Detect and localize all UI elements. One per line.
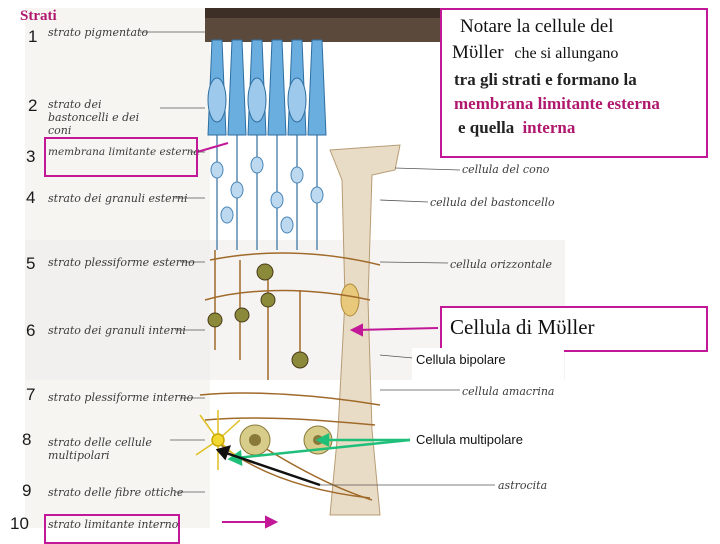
layer-label: strato plessiforme esterno <box>48 256 195 269</box>
muller-cell-callout: Cellula di Mϋller <box>440 306 708 352</box>
note-line-5-a: e quella <box>458 118 514 137</box>
layer-number: 2 <box>28 96 37 116</box>
layer-label: strato dei granuli interni <box>48 324 186 337</box>
strati-title: Strati <box>20 8 57 25</box>
note-line-2: Mϋller che si allungano <box>452 42 618 64</box>
photoreceptor-inner-segments <box>208 78 306 122</box>
note-line-3: tra gli strati e formano la <box>454 70 637 90</box>
bipolar-cell-label: Cellula bipolare <box>416 352 506 367</box>
layer-label: strato dei bastoncelli e dei coni <box>48 98 160 137</box>
pigment-layer <box>205 8 445 42</box>
note-line-4: membrana limitante esterna <box>454 94 660 114</box>
layer-number: 5 <box>26 254 35 274</box>
note-line-5: e quella interna <box>458 118 575 138</box>
layer-label: strato delle cellule multipolari <box>48 436 168 462</box>
layer-number: 8 <box>22 430 31 450</box>
multipolar-label-box: Cellula multipolare <box>412 428 564 468</box>
bipolar-label-box: Cellula bipolare <box>412 348 564 380</box>
note-line-5-b: interna <box>522 118 575 137</box>
layer-number: 1 <box>28 27 37 47</box>
muller-cell-label: Cellula di Mϋller <box>450 315 595 340</box>
layer-label: strato plessiforme interno <box>48 391 193 404</box>
label-horizontal-cell: cellula orizzontale <box>450 258 552 271</box>
layer-number: 4 <box>26 188 35 208</box>
layer-number: 10 <box>10 514 29 534</box>
multipolar-cell-label: Cellula multipolare <box>416 432 523 447</box>
label-cone-cell: cellula del cono <box>462 163 549 176</box>
layer-number: 6 <box>26 321 35 341</box>
note-muller-word: Mϋller <box>452 42 504 63</box>
layer-number: 7 <box>26 385 35 405</box>
note-line-1: Notare la cellule del <box>460 16 614 38</box>
layer-number: 9 <box>22 481 31 501</box>
label-amacrine-cell: cellula amacrina <box>462 385 555 398</box>
label-astrocyte: astrocita <box>498 479 547 492</box>
layer-number: 3 <box>26 147 35 167</box>
highlight-outer-limiting-membrane <box>44 137 198 177</box>
note-line-2-rest: che si allungano <box>514 45 618 62</box>
label-rod-cell: cellula del bastoncello <box>430 196 555 209</box>
layer-label: strato delle fibre ottiche <box>48 486 183 499</box>
layer-label: strato pigmentato <box>48 26 148 39</box>
note-callout: Notare la cellule del Mϋller che si allu… <box>440 8 708 158</box>
layer-label: strato dei granuli esterni <box>48 192 188 205</box>
